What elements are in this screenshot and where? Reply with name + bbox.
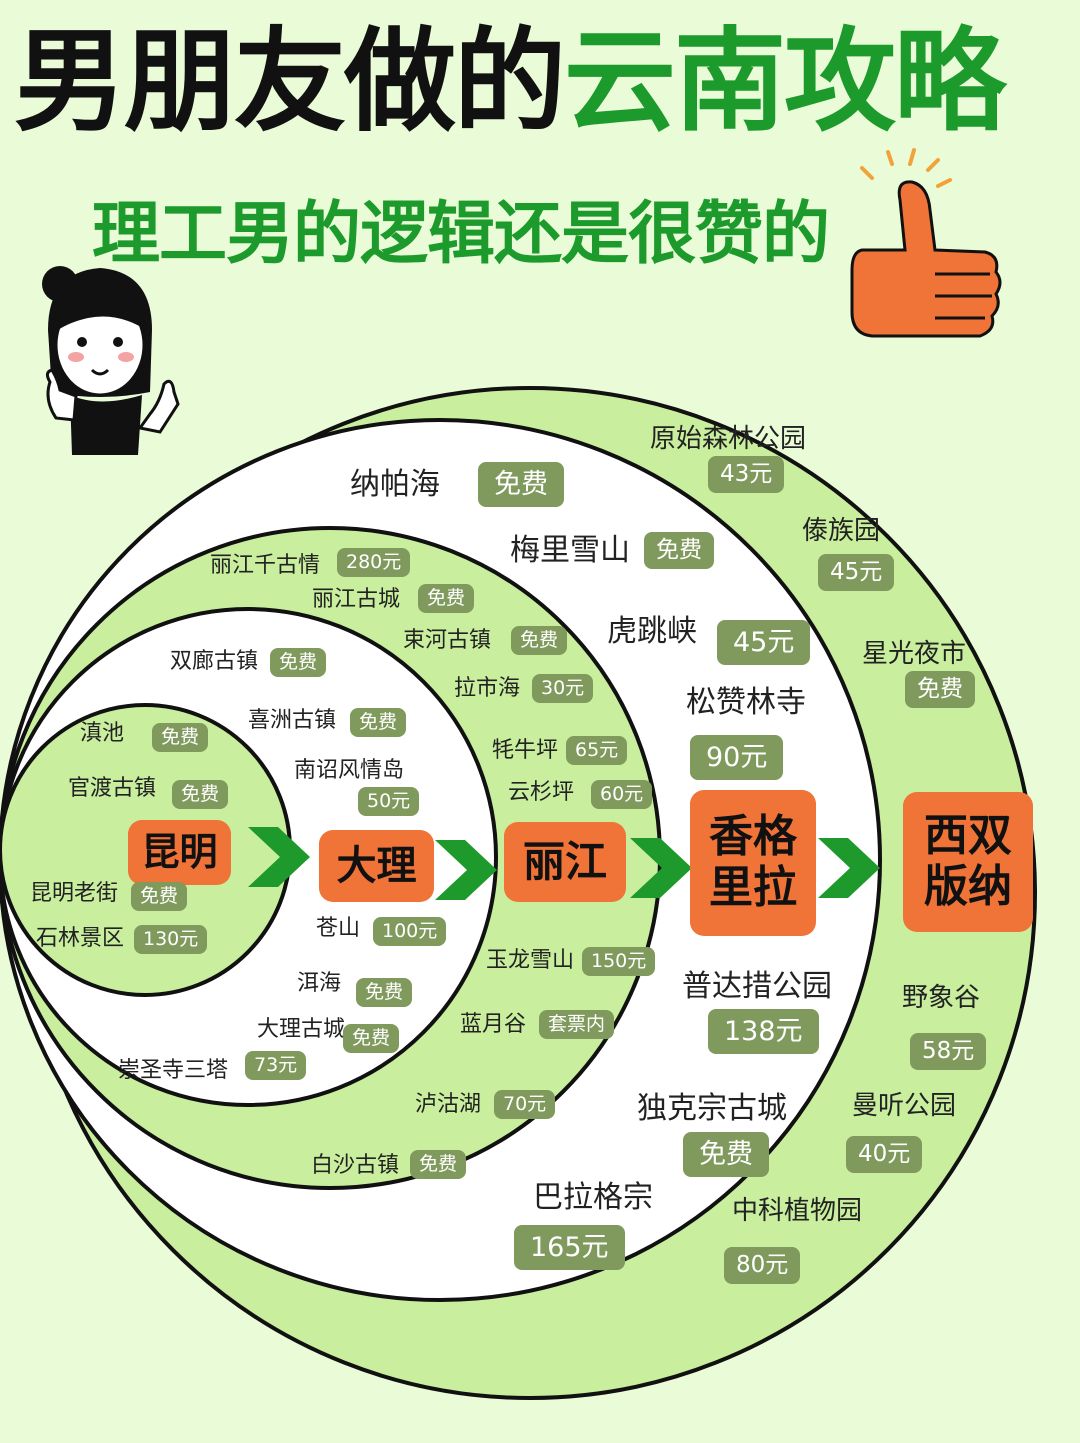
spot-name: 石林景区 (36, 926, 125, 951)
price-badge: 套票内 (539, 1010, 615, 1039)
spot-name: 南诏风情岛 (294, 758, 405, 783)
arrow-right-icon (248, 827, 310, 887)
spot-name: 喜洲古镇 (248, 708, 337, 733)
price-badge: 免费 (131, 882, 188, 911)
price-badge: 免费 (478, 462, 564, 507)
price-badge: 43元 (708, 456, 785, 493)
spot-name: 官渡古镇 (68, 776, 157, 801)
spot-name: 滇池 (80, 721, 125, 746)
price-badge: 100元 (373, 917, 447, 946)
price-badge: 免费 (350, 708, 407, 737)
price-badge: 138元 (708, 1009, 819, 1054)
city-kunming: 昆明 (128, 820, 231, 885)
spot-name: 丽江千古情 (210, 553, 321, 578)
spot-name: 云杉坪 (508, 780, 575, 805)
price-badge: 58元 (910, 1033, 987, 1070)
arrow-right-icon (435, 840, 497, 900)
price-badge: 免费 (511, 626, 568, 655)
price-badge: 免费 (644, 532, 714, 569)
price-badge: 50元 (358, 787, 420, 816)
spot-name: 牦牛坪 (492, 738, 559, 763)
city-shangrila: 香格 里拉 (690, 790, 816, 936)
page-title: 男朋友做的云南攻略 (14, 18, 1074, 147)
spot-name: 曼听公园 (852, 1091, 957, 1121)
spot-name: 独克宗古城 (637, 1091, 787, 1126)
price-badge: 免费 (683, 1132, 769, 1177)
spot-name: 白沙古镇 (311, 1153, 400, 1178)
arrow-right-icon (630, 838, 692, 898)
city-xishuangbanna: 西双 版纳 (903, 792, 1033, 932)
spot-name: 星光夜市 (862, 639, 967, 669)
price-badge: 免费 (270, 648, 327, 677)
spot-name: 傣族园 (802, 516, 881, 546)
spot-name: 苍山 (316, 916, 361, 941)
spot-name: 梅里雪山 (510, 533, 630, 568)
price-badge: 30元 (532, 674, 594, 703)
spot-name: 大理古城 (257, 1017, 346, 1042)
city-lijiang: 丽江 (504, 822, 626, 902)
price-badge: 70元 (494, 1090, 556, 1119)
spot-name: 纳帕海 (350, 467, 440, 502)
spot-name: 中科植物园 (732, 1196, 863, 1226)
spot-name: 松赞林寺 (686, 685, 806, 720)
price-badge: 65元 (566, 736, 628, 765)
spot-name: 昆明老街 (30, 881, 119, 906)
spot-name: 洱海 (297, 971, 342, 996)
spot-name: 原始森林公园 (650, 424, 807, 454)
price-badge: 73元 (245, 1051, 307, 1080)
price-badge: 45元 (818, 554, 895, 591)
arrow-right-icon (818, 838, 880, 898)
spot-name: 丽江古城 (312, 587, 401, 612)
price-badge: 45元 (717, 620, 811, 665)
price-badge: 免费 (172, 780, 229, 809)
spot-name: 束河古镇 (403, 628, 492, 653)
city-dali: 大理 (319, 830, 434, 902)
price-badge: 280元 (337, 548, 411, 577)
spot-name: 拉市海 (454, 676, 521, 701)
spot-name: 巴拉格宗 (533, 1180, 653, 1215)
price-badge: 80元 (724, 1247, 801, 1284)
spot-name: 泸沽湖 (415, 1092, 482, 1117)
spot-name: 虎跳峡 (607, 614, 697, 649)
price-badge: 40元 (846, 1136, 923, 1173)
spot-name: 双廊古镇 (170, 649, 259, 674)
price-badge: 150元 (582, 947, 656, 976)
price-badge: 免费 (152, 723, 209, 752)
price-badge: 60元 (591, 780, 653, 809)
title-part-green: 云南攻略 (564, 17, 1006, 147)
price-badge: 免费 (356, 978, 413, 1007)
price-badge: 免费 (418, 584, 475, 613)
cartoon-girl-icon (42, 266, 180, 455)
spot-name: 崇圣寺三塔 (118, 1058, 229, 1083)
spot-name: 玉龙雪山 (486, 948, 575, 973)
title-part-dark: 男朋友做的 (14, 17, 566, 147)
price-badge: 165元 (514, 1225, 625, 1270)
page-subtitle: 理工男的逻辑还是很赞的 (92, 195, 830, 274)
spot-name: 野象谷 (902, 983, 981, 1013)
spot-name: 普达措公园 (682, 969, 832, 1004)
price-badge: 130元 (134, 925, 208, 954)
price-badge: 免费 (343, 1024, 400, 1053)
thumbs-up-icon (850, 148, 1002, 338)
price-badge: 90元 (690, 735, 784, 780)
spot-name: 蓝月谷 (460, 1012, 527, 1037)
price-badge: 免费 (905, 671, 975, 708)
price-badge: 免费 (410, 1150, 467, 1179)
